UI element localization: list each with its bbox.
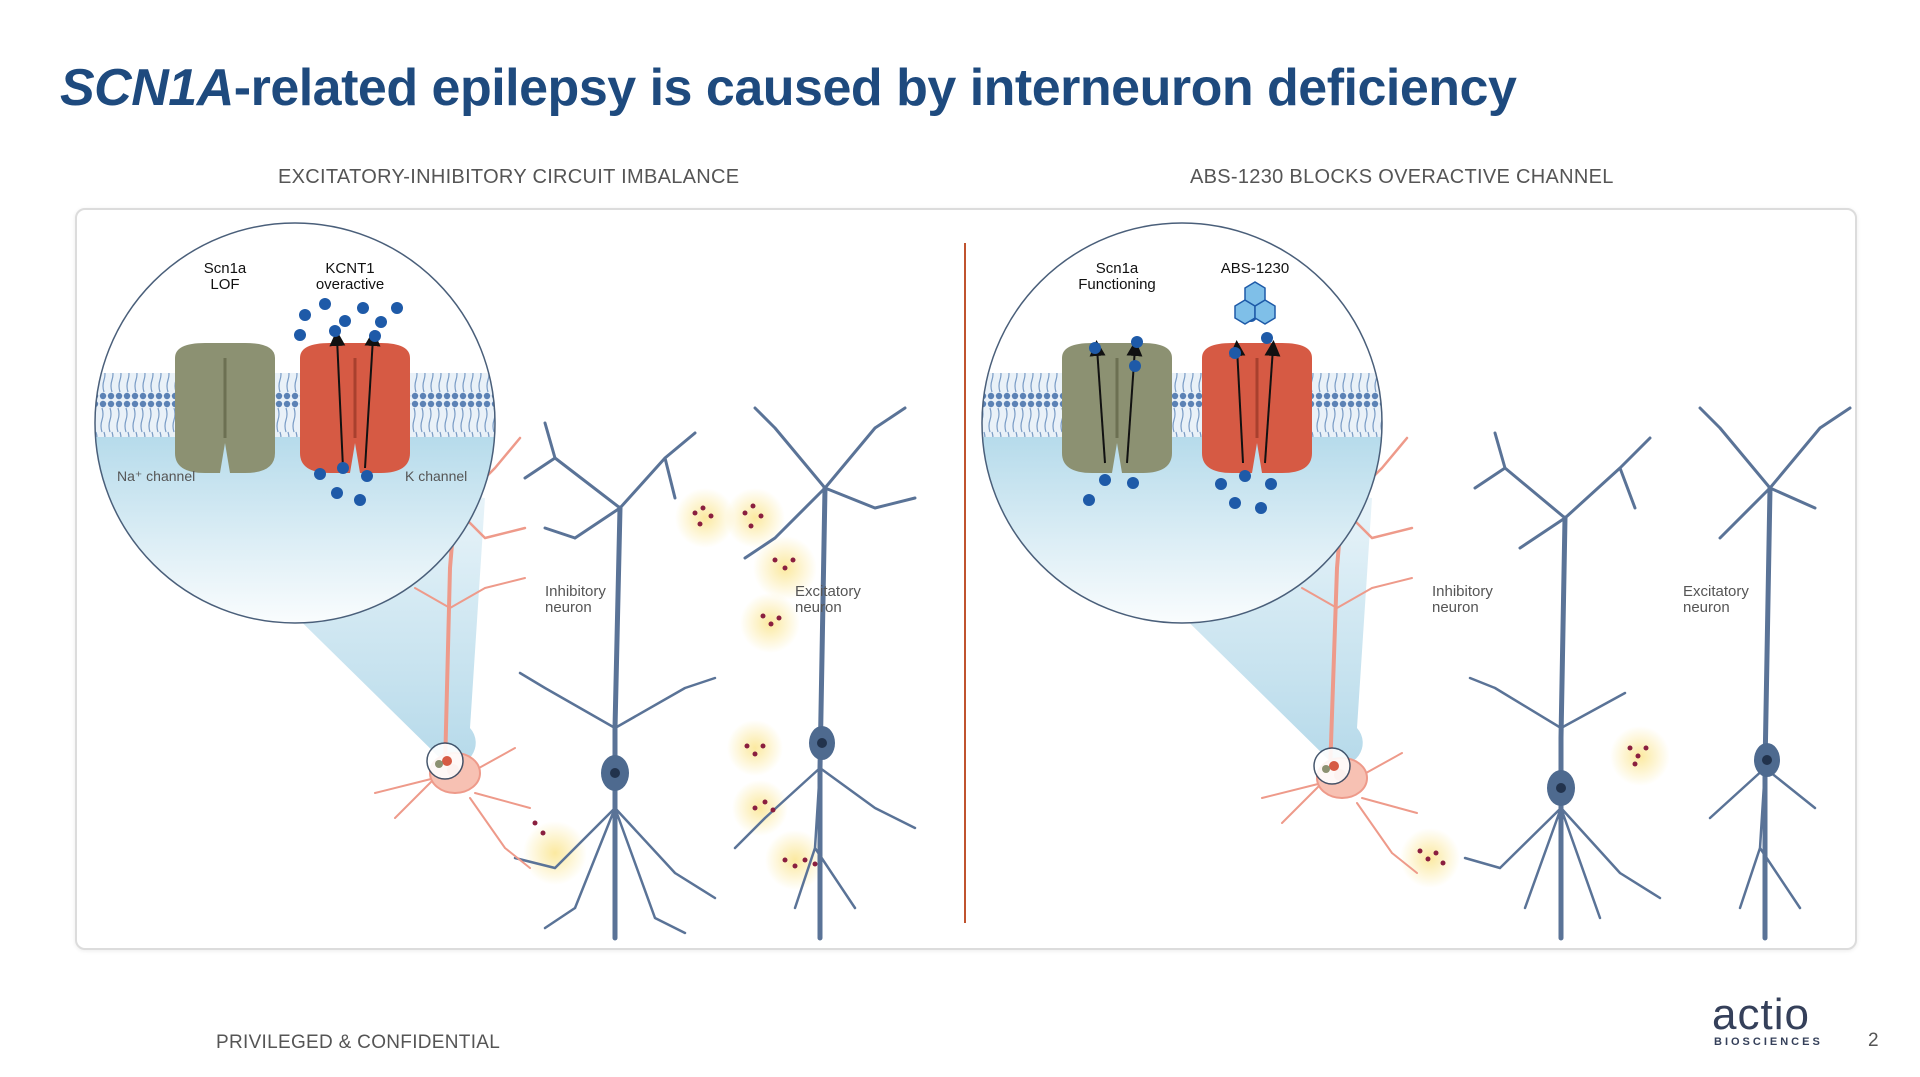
efflux-arrow-icon — [1229, 340, 1246, 464]
right-excitatory-label: Excitatory — [1683, 583, 1749, 600]
abs-1230-molecule-icon — [1234, 281, 1276, 325]
page-title: SCN1A-related epilepsy is caused by inte… — [60, 58, 1517, 118]
left-ions-inside — [314, 462, 373, 506]
left-synaptic-glows — [523, 488, 825, 890]
left-channel1-label-2: LOF — [210, 276, 239, 293]
left-inhibitory-label: Inhibitory — [545, 583, 606, 600]
logo-wordmark: actio — [1712, 990, 1810, 1039]
right-inhibitory-soma — [1313, 747, 1368, 799]
left-excitatory-somas — [601, 726, 835, 791]
title-rest: -related epilepsy is caused by interneur… — [233, 59, 1517, 117]
left-panel-heading: EXCITATORY-INHIBITORY CIRCUIT IMBALANCE — [278, 166, 740, 188]
efflux-arrow-icon — [364, 330, 381, 469]
efflux-arrow-icon — [329, 330, 346, 469]
right-channel1-label-2: Functioning — [1078, 276, 1156, 293]
left-ions-outside — [294, 298, 403, 342]
right-excitatory-neurons — [1463, 406, 1852, 941]
right-inhibitory-label-2: neuron — [1432, 599, 1479, 616]
confidential-footer: PRIVILEGED & CONFIDENTIAL — [216, 1032, 501, 1053]
right-inhibitory-label: Inhibitory — [1432, 583, 1493, 600]
k-channel-label: K channel — [405, 468, 467, 484]
company-logo: actio BIOSCIENCES — [1712, 990, 1842, 1050]
right-channel2-label: ABS-1230 — [1221, 260, 1289, 277]
page-number: 2 — [1868, 1030, 1879, 1051]
left-channel2-label-2: overactive — [316, 276, 384, 293]
title-gene: SCN1A — [60, 59, 234, 117]
left-channel2-label: KCNT1 — [325, 260, 374, 277]
left-channel1-label: Scn1a — [204, 260, 247, 277]
right-excitatory-somas — [1547, 743, 1780, 806]
influx-arrow-icon — [1089, 340, 1106, 464]
left-zoom-circle: Scn1a LOF KCNT1 overactive Na⁺ channel K… — [94, 222, 496, 624]
logo-subtitle: BIOSCIENCES — [1714, 1036, 1823, 1048]
left-inhibitory-label-2: neuron — [545, 599, 592, 616]
left-excitatory-label: Excitatory — [795, 583, 861, 600]
left-excitatory-label-2: neuron — [795, 599, 842, 616]
efflux-arrow-icon — [1264, 340, 1281, 464]
left-inhibitory-soma — [426, 742, 481, 794]
diagram-illustration: Inhibitory neuron Excitatory neuron — [94, 222, 1852, 941]
right-panel-heading: ABS-1230 BLOCKS OVERACTIVE CHANNEL — [1190, 166, 1614, 188]
right-vesicles — [1417, 745, 1649, 866]
left-vesicles — [532, 503, 818, 869]
left-excitatory-neurons — [513, 406, 917, 941]
right-excitatory-label-2: neuron — [1683, 599, 1730, 616]
na-channel-label: Na⁺ channel — [117, 468, 195, 484]
right-ions-inside — [1083, 470, 1277, 514]
right-channel1-label: Scn1a — [1096, 260, 1139, 277]
